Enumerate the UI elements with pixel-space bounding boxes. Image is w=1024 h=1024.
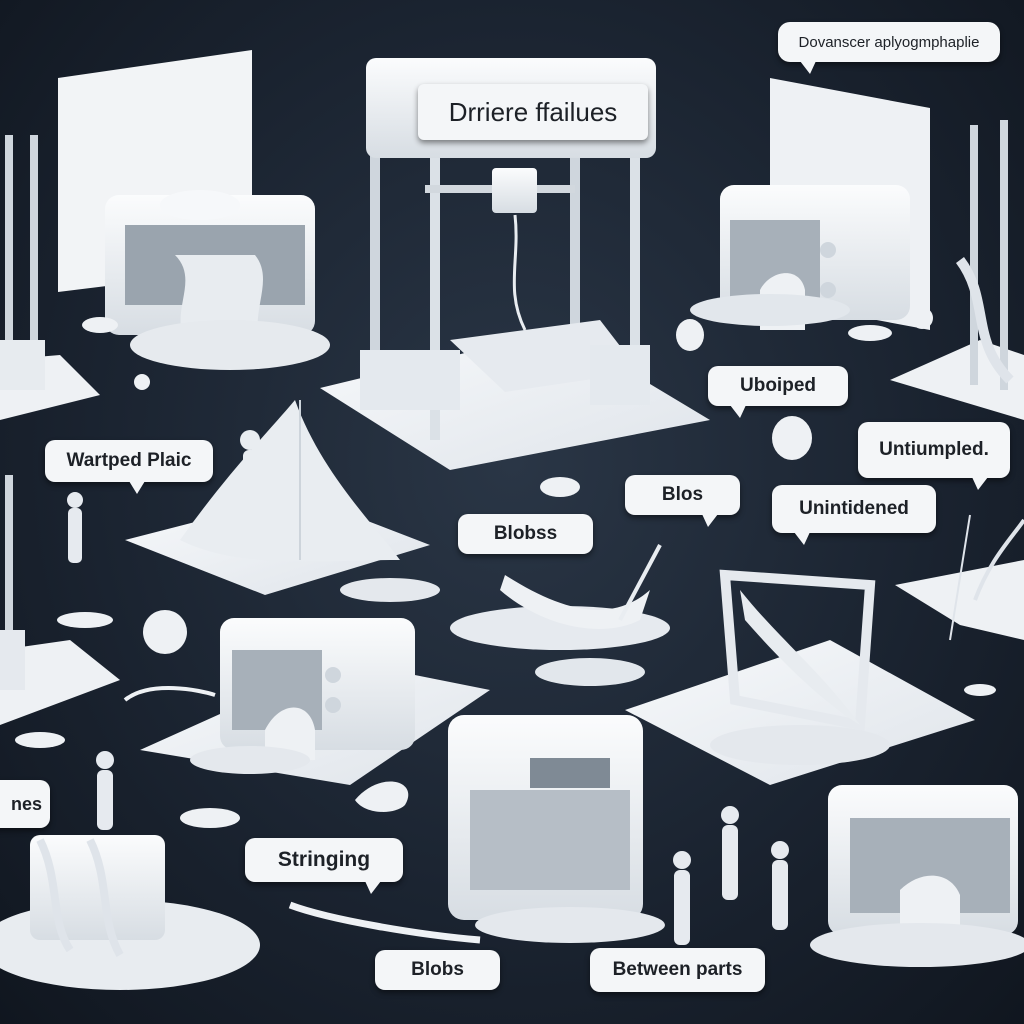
warped-plate-model xyxy=(125,400,440,602)
bubble-top-right: Dovanscer aplyogmphaplie xyxy=(778,22,1000,74)
bubble-stringing-text: Stringing xyxy=(277,848,371,871)
bubble-stringing: Stringing xyxy=(245,838,403,894)
printer-frame-far-right xyxy=(890,120,1024,420)
bubble-untumpled: Untiumpled. xyxy=(858,422,1010,490)
tent-frame-model xyxy=(625,569,975,785)
bubble-blobs: Blobs xyxy=(375,950,500,990)
bubble-blos: Blos xyxy=(625,475,740,527)
bubble-nes-text: nes xyxy=(10,793,42,814)
stringing-model-far-right xyxy=(895,514,1024,641)
bubble-nes: nes xyxy=(0,780,50,828)
hammock-blob-model xyxy=(450,544,670,686)
bubble-between-parts: Between parts xyxy=(590,948,765,992)
bubble-unintidened: Unintidened xyxy=(772,485,936,545)
printer-middle-left xyxy=(140,618,490,785)
title-label: Drriere ffailues xyxy=(448,96,618,127)
printer-small-right xyxy=(690,185,910,330)
bubble-between-parts-text: Between parts xyxy=(612,959,743,980)
bubble-blos-text: Blos xyxy=(661,484,704,505)
filament-debris xyxy=(15,307,996,944)
bubble-blobs-text: Blobs xyxy=(411,959,464,980)
bubble-blobss-text: Blobss xyxy=(493,523,558,544)
printer-frame-far-left xyxy=(0,135,100,420)
melted-block-bottom-left xyxy=(0,835,260,990)
bubble-warped-plate: Wartped Plaic xyxy=(45,440,213,494)
figurines xyxy=(67,492,789,945)
title-label-box: Drriere ffailues xyxy=(418,84,648,140)
bubble-warped-plate-text: Wartped Plaic xyxy=(66,450,192,471)
bubble-uboiped: Uboiped xyxy=(708,366,848,418)
bubble-uboiped-text: Uboiped xyxy=(740,375,816,396)
bubble-untumpled-text: Untiumpled. xyxy=(879,439,989,460)
bubble-top-right-text: Dovanscer aplyogmphaplie xyxy=(798,33,980,51)
printer-bottom-center xyxy=(448,715,665,943)
printer-underextrusion-left xyxy=(105,190,330,370)
bubble-blobss: Blobss xyxy=(458,514,593,554)
bubble-unintidened-text: Unintidened xyxy=(799,498,909,519)
printer-frame-left-middle xyxy=(0,475,120,725)
printer-bottom-right xyxy=(810,785,1024,967)
